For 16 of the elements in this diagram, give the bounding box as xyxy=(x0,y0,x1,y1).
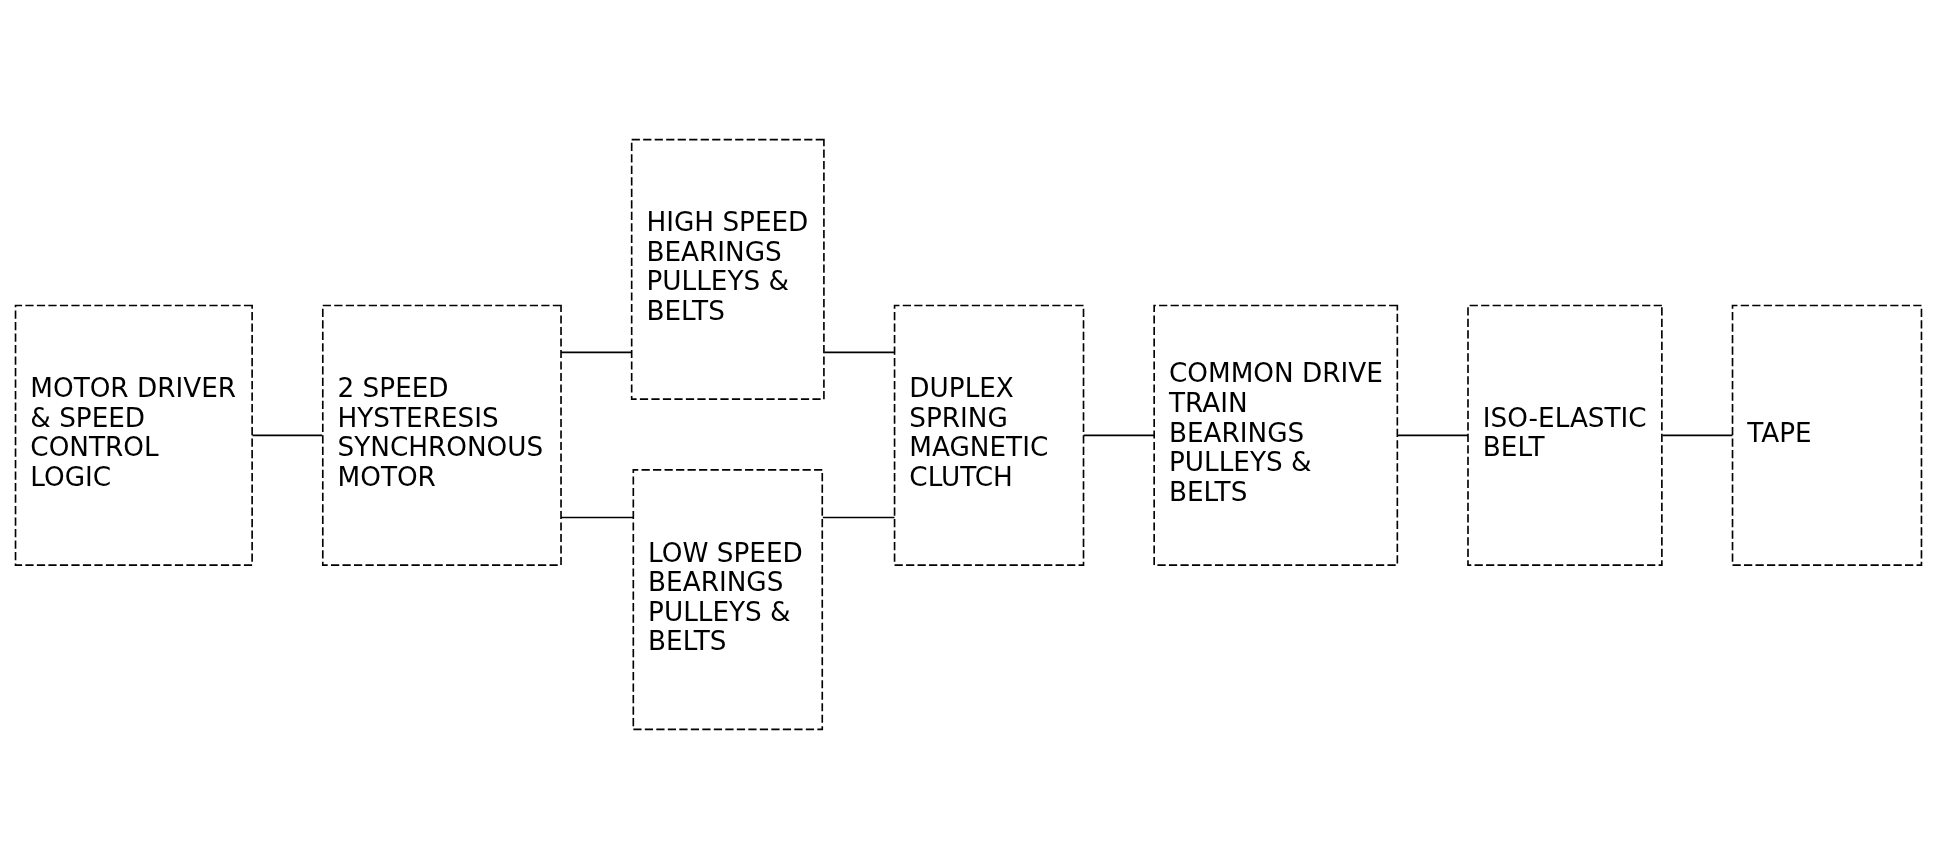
connector xyxy=(560,516,634,518)
node-box: COMMON DRIVE TRAIN BEARINGS PULLEYS & BELTS xyxy=(1153,304,1399,566)
connector xyxy=(560,351,633,353)
node-box: MOTOR DRIVER & SPEED CONTROL LOGIC xyxy=(14,304,253,566)
node-box: LOW SPEED BEARINGS PULLEYS & BELTS xyxy=(632,468,824,730)
node-box: DUPLEX SPRING MAGNETIC CLUTCH xyxy=(893,304,1085,566)
connector xyxy=(251,434,324,436)
node-box: 2 SPEED HYSTERESIS SYNCHRONOUS MOTOR xyxy=(321,304,562,566)
node-box: TAPE xyxy=(1731,304,1923,566)
connector xyxy=(823,351,896,353)
connector xyxy=(1661,434,1734,436)
node-box: HIGH SPEED BEARINGS PULLEYS & BELTS xyxy=(630,138,825,400)
connector xyxy=(1082,434,1155,436)
connector xyxy=(822,516,896,518)
node-box: ISO-ELASTIC BELT xyxy=(1467,304,1663,566)
connector xyxy=(1396,434,1469,436)
